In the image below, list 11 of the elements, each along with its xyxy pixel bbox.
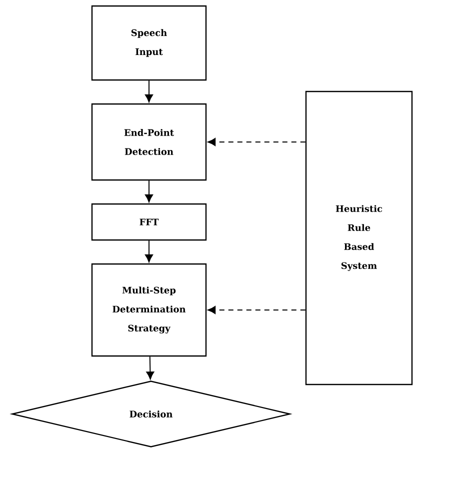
arrow — [145, 80, 153, 102]
arrow — [208, 306, 306, 314]
arrow — [146, 356, 154, 380]
process-box: FFT — [91, 203, 207, 241]
arrow — [145, 180, 153, 202]
arrow — [208, 138, 306, 146]
arrow — [145, 240, 153, 262]
process-box: End-Point Detection — [91, 103, 207, 181]
process-box: Speech Input — [91, 5, 207, 81]
process-box: Multi-Step Determination Strategy — [91, 263, 207, 357]
process-box: Heuristic Rule Based System — [305, 90, 413, 386]
